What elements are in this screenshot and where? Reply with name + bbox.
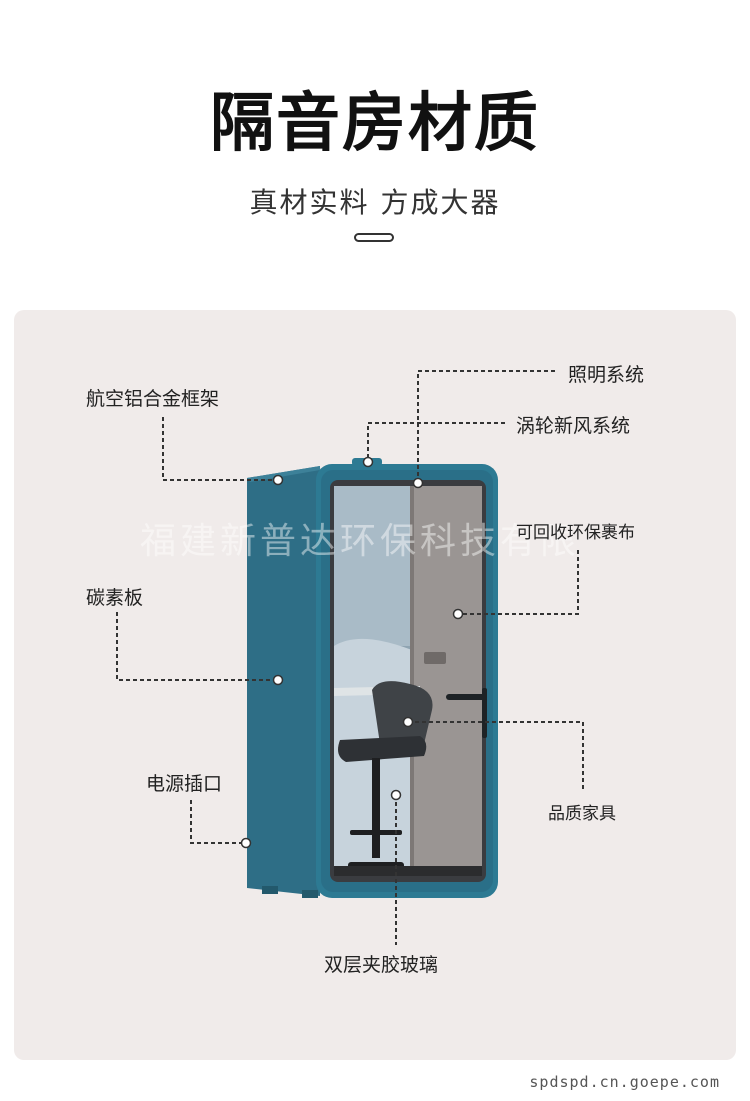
marker-power	[240, 837, 252, 849]
marker-frame	[272, 474, 284, 486]
label-carbon: 碳素板	[86, 587, 144, 609]
booth-side-panel	[247, 466, 320, 896]
label-frame: 航空铝合金框架	[86, 388, 220, 410]
door-handle	[446, 694, 486, 700]
marker-ventilation	[362, 456, 374, 468]
page-subtitle: 真材实料 方成大器	[249, 186, 501, 219]
label-power: 电源插口	[146, 773, 223, 795]
label-glass: 双层夹胶玻璃	[324, 954, 439, 976]
wall-socket	[424, 652, 446, 664]
label-ventilation: 涡轮新风系统	[516, 415, 631, 437]
marker-furniture	[402, 716, 414, 728]
chair-pole	[372, 758, 380, 858]
label-furniture: 品质家具	[548, 804, 616, 824]
title-divider	[354, 233, 394, 242]
marker-fabric	[452, 608, 464, 620]
marker-carbon	[272, 674, 284, 686]
marker-lighting	[412, 477, 424, 489]
footer-url: spdspd.cn.goepe.com	[529, 1073, 720, 1091]
page-title: 隔音房材质	[210, 87, 540, 161]
watermark-text: 福建新普达环保科技有限	[140, 521, 581, 562]
chair-seat	[338, 736, 427, 762]
fabric-wall	[410, 486, 482, 876]
label-lighting: 照明系统	[568, 364, 645, 386]
marker-glass	[390, 789, 402, 801]
chair-back	[372, 681, 433, 744]
label-fabric: 可回收环保裹布	[516, 523, 635, 543]
